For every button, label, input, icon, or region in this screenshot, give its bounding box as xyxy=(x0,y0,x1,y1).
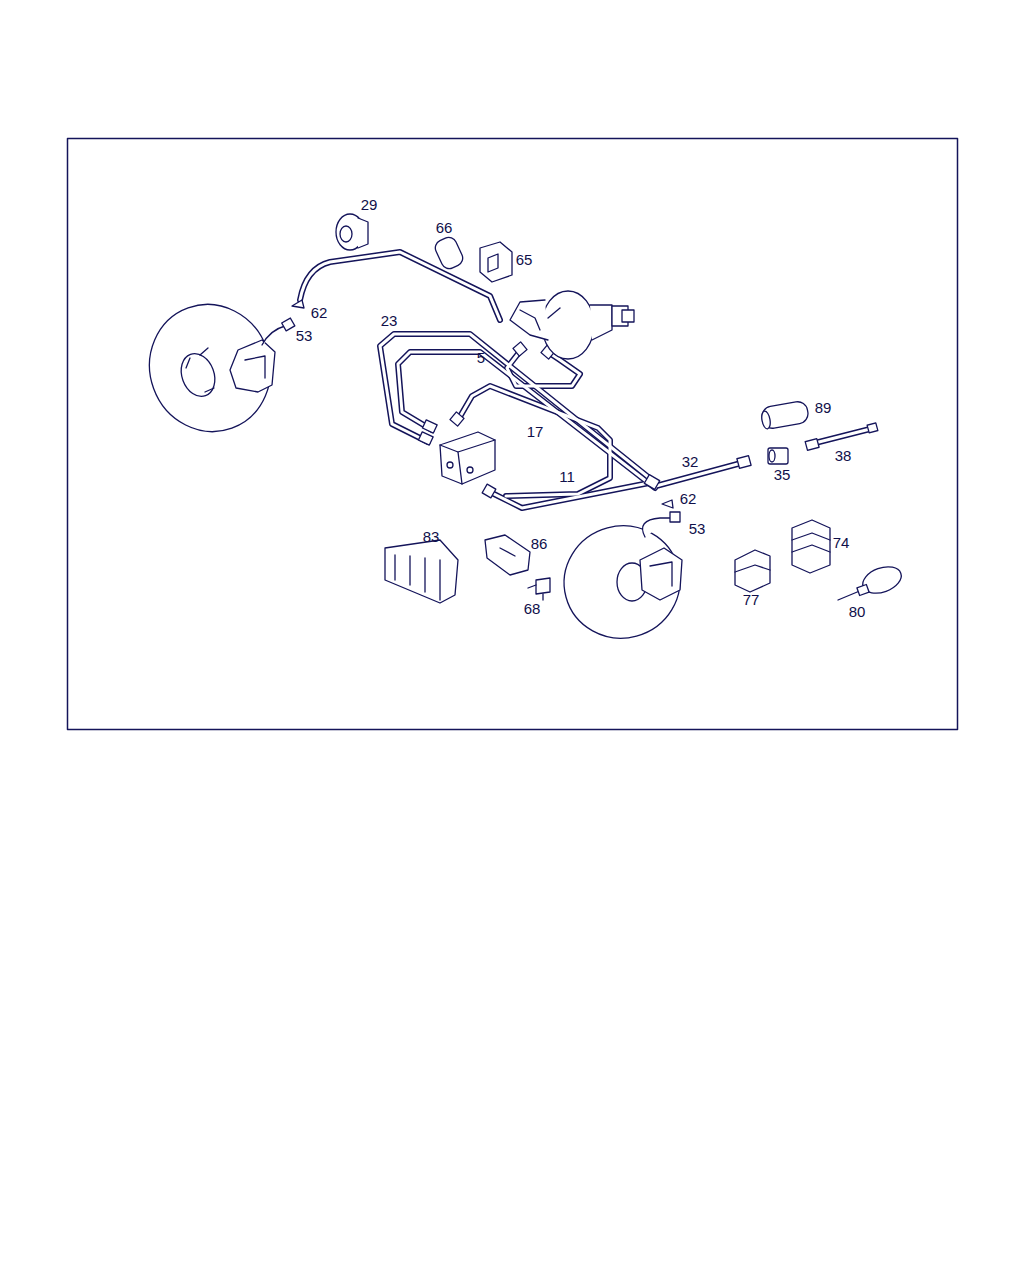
callout-number: 80 xyxy=(849,604,866,619)
callout-number: 29 xyxy=(361,197,378,212)
callout-number: 53 xyxy=(689,521,706,536)
callout-number: 89 xyxy=(815,400,832,415)
callout-number: 66 xyxy=(436,220,453,235)
callout-number: 62 xyxy=(311,305,328,320)
callout-number: 32 xyxy=(682,454,699,469)
callout-number: 86 xyxy=(531,536,548,551)
callout-number: 11 xyxy=(559,469,575,484)
callout-number: 38 xyxy=(835,448,852,463)
callout-number: 68 xyxy=(524,601,541,616)
callout-number: 53 xyxy=(296,328,313,343)
callout-number: 35 xyxy=(774,467,791,482)
callout-number: 23 xyxy=(381,313,398,328)
callout-number: 83 xyxy=(423,529,440,544)
callout-number: 17 xyxy=(527,424,544,439)
callout-number: 65 xyxy=(516,252,533,267)
callout-number: 77 xyxy=(743,592,760,607)
callout-number: 74 xyxy=(833,535,850,550)
callout-number: 62 xyxy=(680,491,697,506)
callout-number: 5 xyxy=(477,350,485,365)
